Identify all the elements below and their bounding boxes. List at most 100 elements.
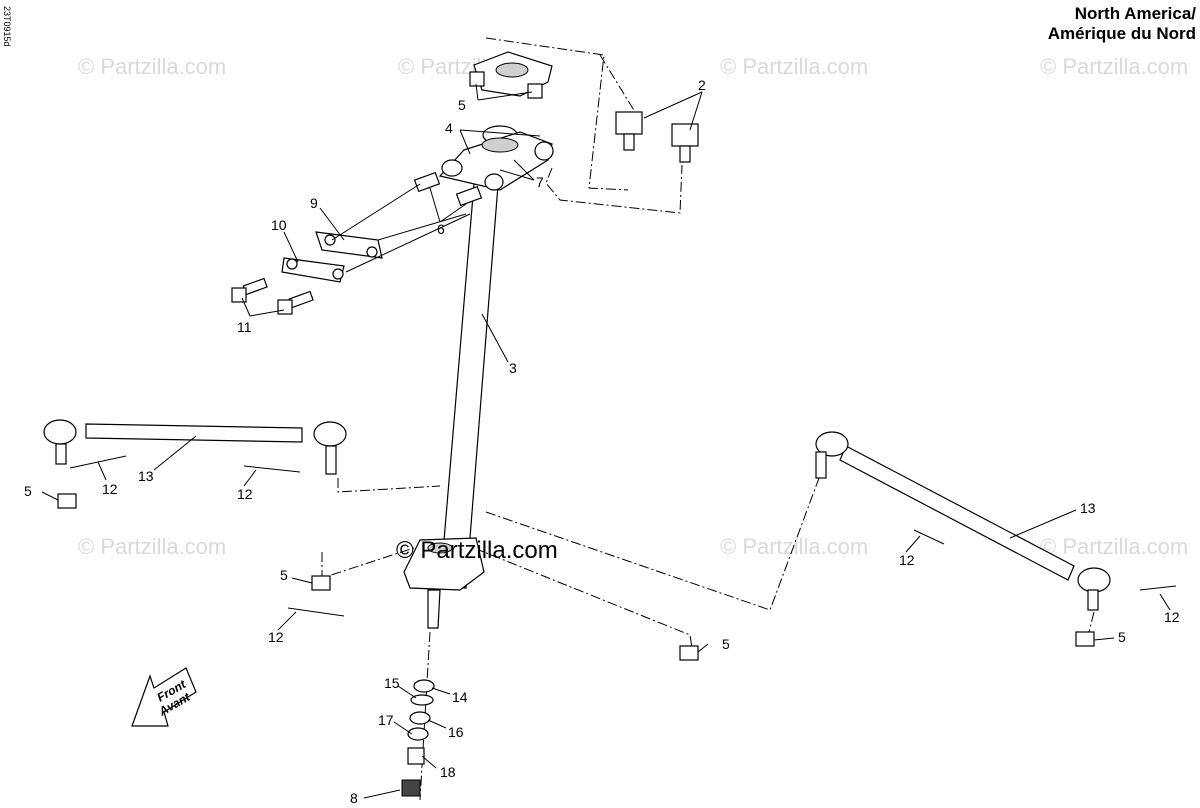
tie-rod-end (1077, 567, 1111, 593)
watermark-faded: © Partzilla.com (1040, 534, 1188, 559)
callout-12-center: 12 (268, 629, 284, 645)
upper-mount-nut (527, 83, 543, 99)
leader-line (475, 83, 479, 101)
spacers (413, 171, 483, 207)
leader-line (477, 91, 533, 101)
faded-watermarks: © Partzilla.com © Partzilla.com © Partzi… (78, 54, 1188, 559)
front-arrow-shape (131, 667, 197, 727)
pitman-arm-bore (427, 542, 453, 554)
leader-line (319, 207, 345, 241)
leader-line (397, 685, 417, 699)
tie-rod-stud (55, 443, 67, 465)
region-title-line-1: North America/ (1074, 4, 1196, 23)
leader-line (689, 91, 703, 131)
watermark-faded: © Partzilla.com (78, 54, 226, 79)
callout-17: 17 (378, 712, 394, 728)
leader-line (459, 129, 541, 137)
tie-rod-end (43, 419, 77, 445)
clamp-block (671, 123, 699, 147)
leader-line (241, 297, 251, 317)
tie-rod-end (313, 421, 347, 447)
leader-line (429, 187, 441, 223)
leader-line (153, 435, 197, 471)
clamp-strap-hole (332, 268, 344, 280)
upper-mount-plate (469, 51, 553, 99)
tie-rod-right (815, 431, 1111, 611)
support-bracket-bushing (534, 141, 554, 161)
callout-12-left: 12 (102, 481, 118, 497)
lock-nut (401, 779, 421, 797)
nut (1075, 631, 1095, 647)
callout-13-right: 13 (1080, 500, 1096, 516)
leader-line (1159, 593, 1171, 611)
bolt-head (277, 299, 293, 315)
tie-rod-stud (1087, 589, 1099, 611)
callout-8: 8 (350, 790, 358, 806)
tie-rod-tube (85, 423, 303, 443)
washer (413, 679, 435, 693)
leader-line (283, 231, 299, 263)
callout-6: 6 (437, 221, 445, 237)
lower-hardware-stack (401, 679, 435, 797)
leader-line (513, 159, 535, 181)
callout-5-center: 5 (280, 567, 288, 583)
nut (311, 575, 331, 591)
upper-mount-nut (469, 71, 485, 87)
leader-line (249, 309, 285, 317)
watermark-faded: © Partzilla.com (1040, 54, 1188, 79)
tie-rod-stud (325, 445, 337, 475)
clamp-block-stem (679, 145, 691, 163)
watermark-faded: © Partzilla.com (720, 54, 868, 79)
callout-14: 14 (452, 689, 468, 705)
support-bracket-bushing (441, 159, 463, 177)
dashed-line (419, 631, 431, 801)
leader-line (427, 719, 447, 729)
watermark-main: © Partzilla.com (396, 537, 558, 564)
tie-rod-left (43, 419, 347, 475)
callout-9: 9 (310, 195, 318, 211)
leader-line (1093, 637, 1115, 641)
leader-line (905, 535, 921, 553)
callout-18: 18 (440, 764, 456, 780)
pitman-arm-body (403, 537, 485, 591)
callout-7: 7 (536, 174, 544, 190)
cotter-pin (1139, 585, 1177, 591)
region-title: North America/ Amérique du Nord (1048, 4, 1196, 44)
mounting-bolts (231, 277, 314, 315)
leader-line (41, 491, 59, 501)
clamp-plate-hole (366, 246, 378, 258)
nut (57, 493, 77, 509)
clamp-plate-assembly (281, 183, 471, 283)
leader-line (697, 643, 709, 653)
cotter-pin (243, 465, 301, 473)
axis-line (331, 183, 421, 241)
leader-line (393, 721, 413, 735)
leader-line (1009, 509, 1077, 539)
watermark-faded: © Partzilla.com (78, 534, 226, 559)
leader-line (243, 469, 257, 487)
upper-mount-bore (495, 62, 529, 78)
callout-10: 10 (271, 217, 287, 233)
dashed-line (337, 478, 441, 493)
front-direction-arrow: Front Avant (131, 667, 197, 727)
watermark-faded: © Partzilla.com (720, 534, 868, 559)
axis-line (345, 213, 471, 273)
callout-12-left-center: 12 (237, 486, 253, 502)
leader-line (643, 91, 703, 119)
callout-5-right: 5 (722, 636, 730, 652)
clamp-block (615, 111, 643, 135)
castle-nuts (57, 493, 1095, 661)
dashed-line (599, 54, 641, 121)
leader-line (459, 129, 471, 155)
dashed-line (473, 547, 693, 649)
axis-line (377, 213, 467, 241)
leader-line (363, 789, 401, 799)
dashed-line (545, 164, 683, 214)
callout-2: 2 (698, 77, 706, 93)
pitman-arm (403, 537, 485, 629)
callout-12-far-right: 12 (1164, 609, 1180, 625)
spacer (413, 171, 441, 193)
leader-line (499, 169, 535, 181)
drawing-reference-code: 23T0915d (2, 6, 12, 47)
